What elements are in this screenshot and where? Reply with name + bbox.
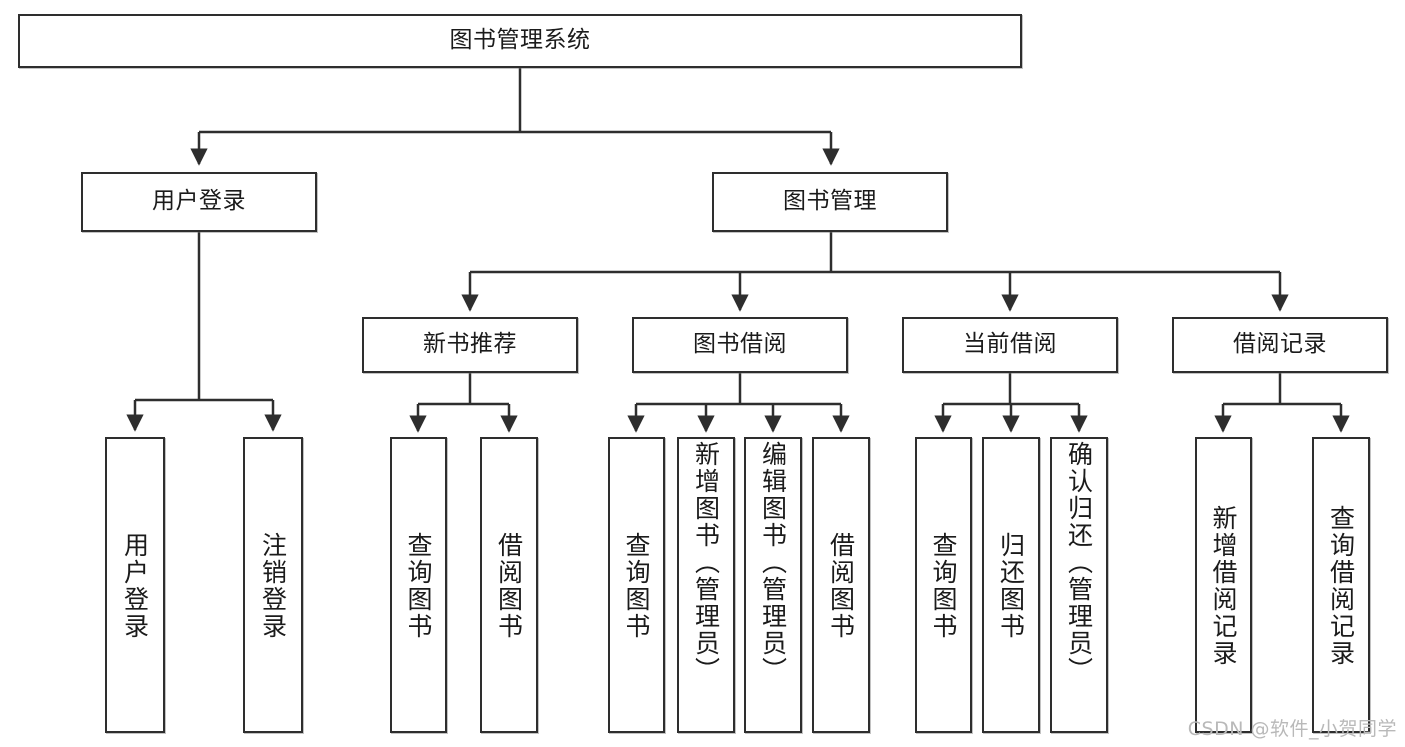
- node-label: 图书管理: [783, 188, 877, 215]
- node-label: 新增借阅记录: [1209, 505, 1238, 667]
- leaf-current-borrow-query-book[interactable]: 查询图书: [915, 437, 972, 733]
- node-root-book-management-system[interactable]: 图书管理系统: [18, 14, 1022, 68]
- node-label: 编辑图书（管理员）: [758, 441, 788, 684]
- node-book-borrow[interactable]: 图书借阅: [632, 317, 848, 373]
- node-label: 用户登录: [120, 532, 150, 640]
- node-label: 图书借阅: [693, 331, 787, 358]
- node-label: 查询图书: [404, 532, 433, 640]
- leaf-new-book-borrow-book[interactable]: 借阅图书: [480, 437, 538, 733]
- watermark-text: CSDN @软件_小贺同学: [1187, 718, 1397, 740]
- leaf-borrow-record-query-record[interactable]: 查询借阅记录: [1312, 437, 1370, 733]
- node-label: 查询图书: [622, 532, 651, 640]
- node-book-management[interactable]: 图书管理: [712, 172, 948, 232]
- leaf-user-login-signout[interactable]: 注销登录: [243, 437, 303, 733]
- node-label: 查询借阅记录: [1326, 505, 1356, 667]
- leaf-current-borrow-confirm-return-admin[interactable]: 确认归还（管理员）: [1050, 437, 1108, 733]
- node-borrow-record[interactable]: 借阅记录: [1172, 317, 1388, 373]
- leaf-book-borrow-add-book-admin[interactable]: 新增图书（管理员）: [677, 437, 735, 733]
- leaf-current-borrow-return-book[interactable]: 归还图书: [982, 437, 1040, 733]
- node-label: 图书管理系统: [449, 27, 591, 54]
- node-label: 注销登录: [258, 532, 288, 640]
- leaf-new-book-query-book[interactable]: 查询图书: [390, 437, 447, 733]
- leaf-book-borrow-query-book[interactable]: 查询图书: [608, 437, 665, 733]
- node-label: 新增图书（管理员）: [691, 441, 721, 684]
- node-label: 查询图书: [929, 532, 958, 640]
- node-label: 用户登录: [152, 188, 246, 215]
- node-label: 新书推荐: [423, 331, 517, 358]
- node-label: 归还图书: [996, 532, 1026, 640]
- node-user-login[interactable]: 用户登录: [81, 172, 317, 232]
- leaf-book-borrow-borrow-book[interactable]: 借阅图书: [812, 437, 870, 733]
- node-new-book-recommend[interactable]: 新书推荐: [362, 317, 578, 373]
- node-label: 借阅记录: [1233, 331, 1327, 358]
- node-label: 确认归还（管理员）: [1064, 441, 1094, 684]
- leaf-book-borrow-edit-book-admin[interactable]: 编辑图书（管理员）: [744, 437, 802, 733]
- node-label: 借阅图书: [826, 532, 856, 640]
- node-current-borrow[interactable]: 当前借阅: [902, 317, 1118, 373]
- node-label: 当前借阅: [963, 331, 1057, 358]
- node-label: 借阅图书: [494, 532, 524, 640]
- leaf-borrow-record-add-record[interactable]: 新增借阅记录: [1195, 437, 1252, 733]
- leaf-user-login-signin[interactable]: 用户登录: [105, 437, 165, 733]
